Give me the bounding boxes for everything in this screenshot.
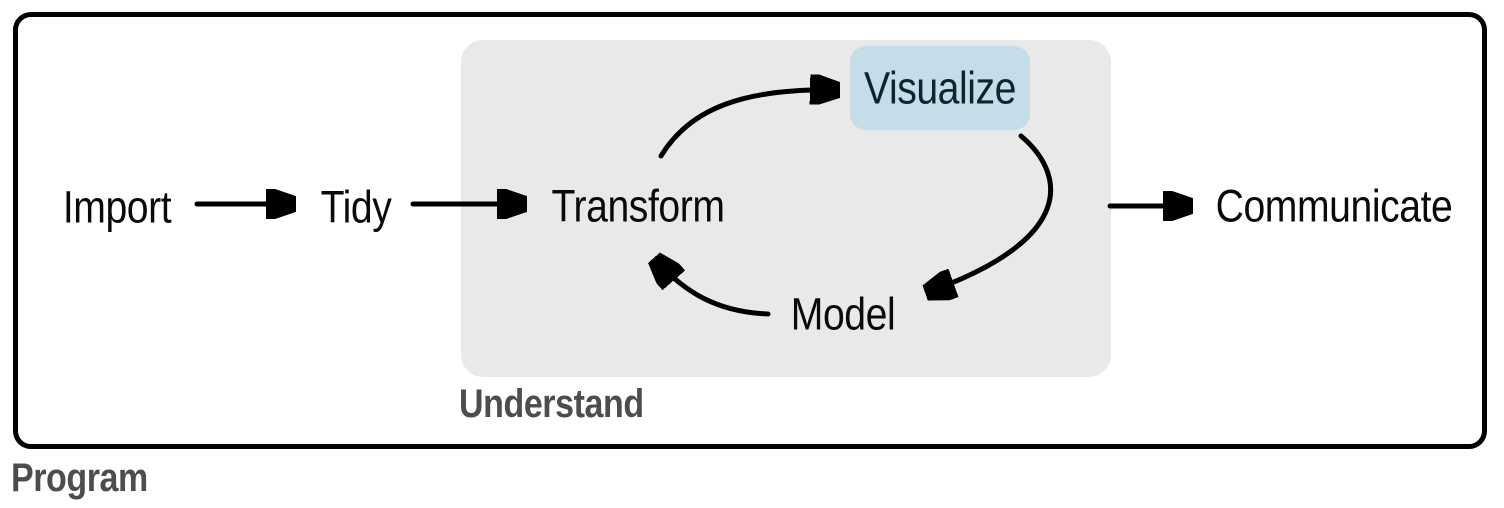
node-communicate: Communicate	[1198, 184, 1470, 229]
program-caption: Program	[11, 456, 148, 500]
node-visualize: Visualize	[853, 66, 1028, 111]
node-import-label: Import	[62, 181, 172, 233]
program-boundary-box	[13, 12, 1487, 449]
understand-caption: Understand	[459, 382, 644, 426]
node-model-label: Model	[790, 288, 896, 340]
arrow-visualize-to-model	[928, 133, 1054, 292]
node-import: Import	[55, 185, 180, 230]
node-transform: Transform	[539, 184, 738, 229]
node-transform-label: Transform	[551, 180, 725, 232]
node-model: Model	[783, 292, 903, 337]
node-tidy: Tidy	[315, 185, 396, 230]
arrow-transform-to-visualize	[658, 90, 837, 159]
node-visualize-label: Visualize	[863, 62, 1017, 114]
arrow-model-to-transform	[656, 260, 771, 317]
visualize-highlight-box	[850, 46, 1030, 130]
node-communicate-label: Communicate	[1215, 180, 1453, 232]
node-tidy-label: Tidy	[320, 181, 392, 233]
